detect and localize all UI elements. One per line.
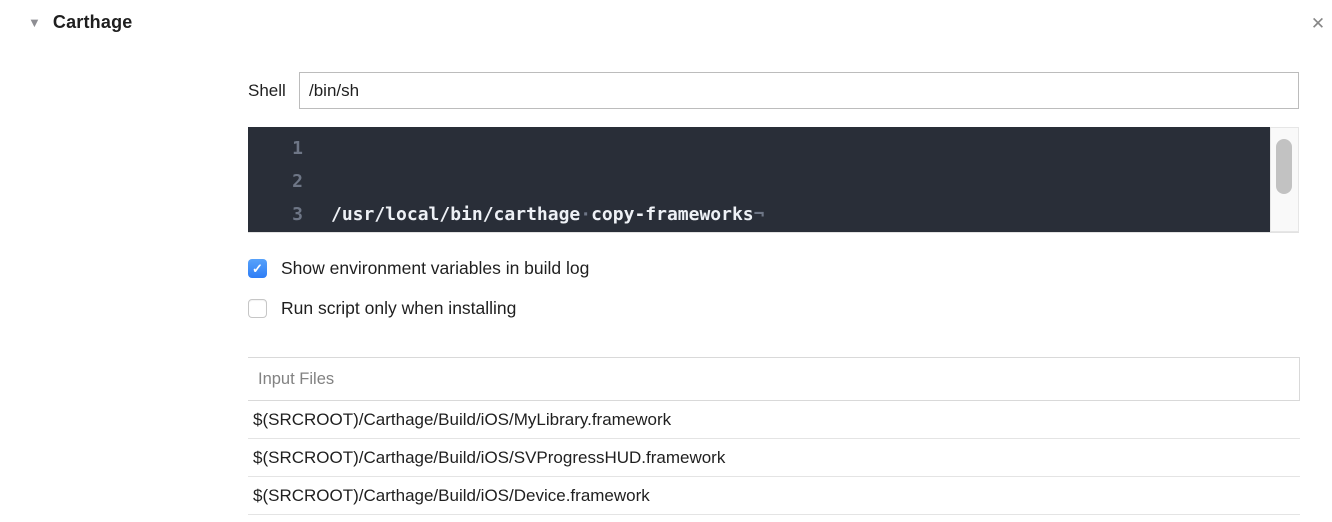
phase-content: Shell 1 2 3 /usr/local/bin/carthage·copy… bbox=[248, 72, 1300, 515]
option-label: Run script only when installing bbox=[281, 298, 517, 318]
disclosure-triangle-icon[interactable]: ▼ bbox=[28, 15, 41, 30]
editor-scrollbar-thumb[interactable] bbox=[1276, 139, 1292, 194]
code-line: /usr/local/bin/carthage·copy-frameworks¬ bbox=[331, 204, 765, 225]
script-editor-code-area[interactable]: 1 2 3 /usr/local/bin/carthage·copy-frame… bbox=[248, 127, 1270, 232]
option-run-only-installing: Run script only when installing bbox=[248, 298, 1299, 318]
input-files-table: Input Files $(SRCROOT)/Carthage/Build/iO… bbox=[248, 357, 1300, 515]
option-label: Show environment variables in build log bbox=[281, 258, 590, 278]
table-row[interactable]: $(SRCROOT)/Carthage/Build/iOS/Device.fra… bbox=[248, 477, 1300, 515]
space-glyph: · bbox=[580, 204, 592, 225]
line-number: 1 bbox=[292, 138, 303, 159]
table-row[interactable]: $(SRCROOT)/Carthage/Build/iOS/SVProgress… bbox=[248, 439, 1300, 477]
input-files-header: Input Files bbox=[248, 358, 1300, 401]
script-options: ✓ Show environment variables in build lo… bbox=[248, 258, 1299, 318]
line-number: 2 bbox=[292, 171, 303, 192]
phase-header: ▼ Carthage bbox=[28, 12, 133, 33]
line-number-gutter: 1 2 3 bbox=[248, 132, 303, 232]
line-number: 3 bbox=[292, 204, 303, 225]
run-only-installing-checkbox[interactable] bbox=[248, 299, 267, 318]
option-show-env-vars: ✓ Show environment variables in build lo… bbox=[248, 258, 1299, 278]
close-icon[interactable]: ✕ bbox=[1306, 12, 1330, 36]
show-env-vars-checkbox[interactable]: ✓ bbox=[248, 259, 267, 278]
code-pane[interactable]: /usr/local/bin/carthage·copy-frameworks¬… bbox=[303, 132, 1270, 232]
script-editor[interactable]: 1 2 3 /usr/local/bin/carthage·copy-frame… bbox=[248, 127, 1299, 232]
editor-scrollbar-track[interactable] bbox=[1270, 127, 1299, 232]
shell-label: Shell bbox=[248, 80, 286, 100]
shell-input[interactable] bbox=[299, 72, 1299, 109]
newline-glyph: ¬ bbox=[753, 204, 765, 225]
phase-title: Carthage bbox=[52, 12, 133, 32]
shell-row: Shell bbox=[248, 72, 1299, 109]
table-row[interactable]: $(SRCROOT)/Carthage/Build/iOS/MyLibrary.… bbox=[248, 401, 1300, 439]
